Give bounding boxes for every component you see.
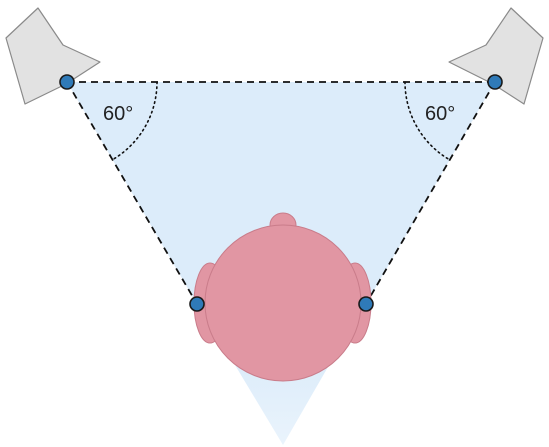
- position-markers: [59, 74, 503, 312]
- right-ear-marker: [358, 296, 374, 312]
- left-angle-label: 60°: [103, 103, 133, 125]
- left-angle-arc: [111, 81, 158, 161]
- left-speaker: [5, 7, 101, 105]
- right-angle-arc: [404, 81, 451, 161]
- right-speaker: [448, 7, 544, 105]
- listening-triangle: [67, 82, 495, 304]
- right-speaker-marker: [487, 74, 503, 90]
- forward-cone: [232, 360, 332, 445]
- right-angle-label: 60°: [425, 103, 455, 125]
- dashed-edges: [66, 81, 496, 305]
- left-speaker-marker: [59, 74, 75, 90]
- left-ear-marker: [189, 296, 205, 312]
- head: [204, 224, 362, 382]
- listener-head: [193, 212, 372, 382]
